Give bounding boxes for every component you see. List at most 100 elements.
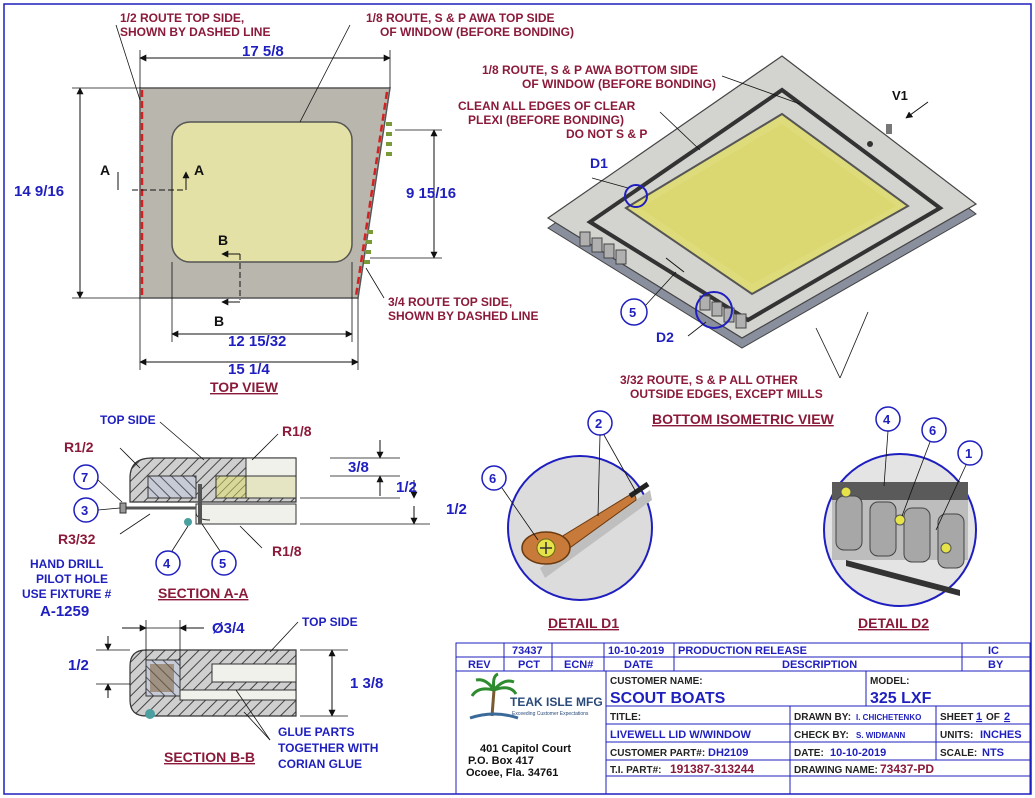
model-value: 325 LXF xyxy=(870,690,932,707)
aa-r332: R3/32 xyxy=(58,531,96,547)
bb-dim-138: 1 3/8 xyxy=(350,675,383,692)
label-d1: D1 xyxy=(590,155,608,171)
model-label: MODEL: xyxy=(870,676,909,687)
iso-hinge-left xyxy=(579,231,627,265)
hinge-tabs xyxy=(364,122,392,264)
top-view-window xyxy=(171,121,353,263)
view-arrow-v1: V1 xyxy=(892,88,908,103)
title-top-view: TOP VIEW xyxy=(210,379,279,395)
aa-balloon-3-text: 3 xyxy=(81,503,88,518)
bb-dia: Ø3/4 xyxy=(212,620,245,637)
aa-balloon-7-text: 7 xyxy=(81,470,88,485)
title-section-bb: SECTION B-B xyxy=(164,749,255,765)
note-top-route-2: OF WINDOW (BEFORE BONDING) xyxy=(380,25,574,39)
detail-d2-circle xyxy=(695,291,733,329)
rev-value-pct: 73437 xyxy=(512,645,543,657)
date-value: 10-10-2019 xyxy=(830,747,886,759)
dim-top: 17 5/8 xyxy=(242,43,284,60)
section-mark-a-right: A xyxy=(194,162,204,178)
rev-header-pct: PCT xyxy=(518,659,540,671)
detail-d1 xyxy=(481,410,653,601)
customer-value: SCOUT BOATS xyxy=(610,690,726,707)
note-iso-bottom-route-2: OF WINDOW (BEFORE BONDING) xyxy=(522,77,716,91)
drawn-value: I. CHICHETENKO xyxy=(856,713,921,722)
address-3: Ocoee, Fla. 34761 xyxy=(466,767,558,779)
note-left-route-2: SHOWN BY DASHED LINE xyxy=(120,25,270,39)
aa-balloon-4 xyxy=(155,550,181,576)
d2-balloon-1-text: 1 xyxy=(965,446,972,461)
note-iso-clean-1: CLEAN ALL EDGES OF CLEAR xyxy=(458,99,636,113)
logo-name: TEAK ISLE MFG xyxy=(510,695,603,709)
label-d2: D2 xyxy=(656,329,674,345)
iso-balloon-5-text: 5 xyxy=(629,305,636,320)
right-route-dashed xyxy=(354,91,389,297)
top-view xyxy=(72,24,442,370)
aa-drill-4: A-1259 xyxy=(40,603,89,620)
note-iso-clean-3: DO NOT S & P xyxy=(566,127,647,141)
title-section-aa: SECTION A-A xyxy=(158,585,248,601)
note-top-route-1: 1/8 ROUTE, S & P AWA TOP SIDE xyxy=(366,11,555,25)
drawing-name-value: 73437-PD xyxy=(880,762,934,776)
aa-balloon-5-text: 5 xyxy=(219,556,226,571)
dim-left: 14 9/16 xyxy=(14,183,64,200)
teak-isle-logo xyxy=(469,672,519,720)
title-block xyxy=(455,642,1031,795)
aa-balloon-4-text: 4 xyxy=(163,556,171,571)
d2-balloon-6-text: 6 xyxy=(929,423,936,438)
d2-balloon-4-text: 4 xyxy=(883,412,891,427)
ti-part-label: T.I. PART#: xyxy=(610,765,661,776)
detail-d2 xyxy=(823,406,983,607)
ti-part-value: 191387-313244 xyxy=(670,762,754,776)
note-right-route-2: SHOWN BY DASHED LINE xyxy=(388,309,538,323)
title-detail-d1: DETAIL D1 xyxy=(548,615,619,631)
note-right-route-1: 3/4 ROUTE TOP SIDE, xyxy=(388,295,512,309)
address-2: P.O. Box 417 xyxy=(468,755,534,767)
bb-glue-1: GLUE PARTS xyxy=(278,725,354,739)
rev-header-description: DESCRIPTION xyxy=(782,659,857,671)
aa-r18-top: R1/8 xyxy=(282,423,312,439)
check-value: S. WIDMANN xyxy=(856,731,906,740)
note-iso-other-1: 3/32 ROUTE, S & P ALL OTHER xyxy=(620,373,798,387)
iso-hinge-right xyxy=(699,295,747,329)
scale-value: NTS xyxy=(982,747,1004,759)
title-value: LIVEWELL LID W/WINDOW xyxy=(610,729,752,741)
title-detail-d2: DETAIL D2 xyxy=(858,615,929,631)
d1-balloon-2-text: 2 xyxy=(595,416,602,431)
check-label: CHECK BY: xyxy=(794,730,849,741)
d1-balloon-6-text: 6 xyxy=(489,471,496,486)
aa-dim-12b: 1/2 xyxy=(446,501,467,518)
bb-glue-3: CORIAN GLUE xyxy=(278,757,362,771)
scale-label: SCALE: xyxy=(940,748,977,759)
iso-groove xyxy=(586,87,944,323)
aa-balloon-7 xyxy=(73,464,99,490)
rev-header-date: DATE xyxy=(624,659,653,671)
rev-value-description: PRODUCTION RELEASE xyxy=(678,645,807,657)
rev-value-date: 10-10-2019 xyxy=(608,645,664,657)
aa-dim-38: 3/8 xyxy=(348,459,369,476)
section-mark-b-top: B xyxy=(218,232,228,248)
d1-balloon-6 xyxy=(481,465,507,491)
date-label: DATE: xyxy=(794,748,824,759)
rev-value-by: IC xyxy=(988,645,999,657)
d2-balloon-1 xyxy=(957,440,983,466)
note-iso-other-2: OUTSIDE EDGES, EXCEPT MILLS xyxy=(630,387,823,401)
section-mark-a-left: A xyxy=(100,162,110,178)
title-bottom-iso-view: BOTTOM ISOMETRIC VIEW xyxy=(652,411,835,427)
sheet-of: OF xyxy=(986,712,1000,723)
aa-drill-3: USE FIXTURE # xyxy=(22,587,112,601)
dim-inner-bottom: 12 15/32 xyxy=(228,333,286,350)
address-1: 401 Capitol Court xyxy=(480,743,571,755)
aa-dim-12a: 1/2 xyxy=(396,479,417,496)
cust-part-label: CUSTOMER PART#: xyxy=(610,748,705,759)
logo-tagline: Exceeding Customer Expectations xyxy=(512,711,589,717)
dim-bottom: 15 1/4 xyxy=(228,361,270,378)
section-bb xyxy=(96,620,348,741)
rev-header-ecn: ECN# xyxy=(564,659,593,671)
aa-r18-bot: R1/8 xyxy=(272,543,302,559)
bottom-iso-view xyxy=(546,55,978,379)
section-aa xyxy=(73,421,430,576)
units-label: UNITS: xyxy=(940,730,973,741)
aa-drill-1: HAND DRILL xyxy=(30,557,103,571)
d2-balloon-6 xyxy=(921,417,947,443)
note-iso-bottom-route-1: 1/8 ROUTE, S & P AWA BOTTOM SIDE xyxy=(482,63,698,77)
